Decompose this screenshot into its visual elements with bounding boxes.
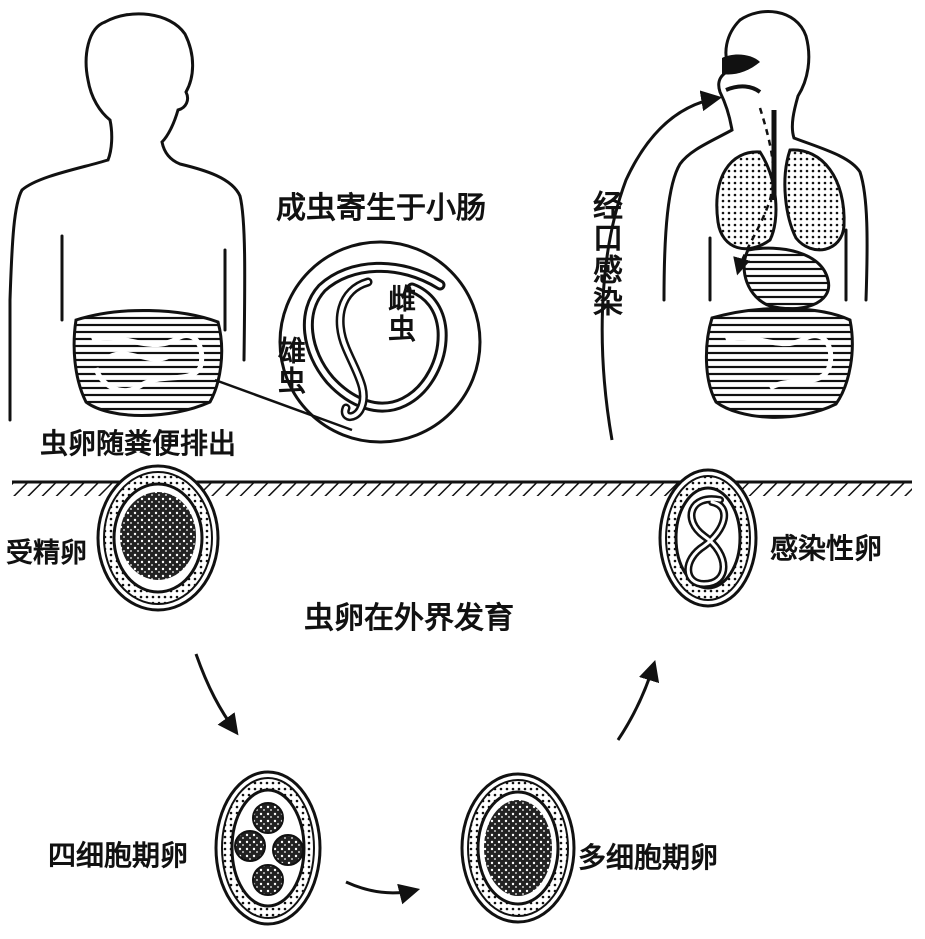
pointer-line [214,378,353,432]
label-fertilized-egg: 受精卵 [6,538,87,569]
label-infective-egg: 感染性卵 [770,532,883,565]
multi-cell-egg [460,772,576,924]
label-multi-cell-egg: 多细胞期卵 [578,841,719,874]
oral-infection-arrow [600,90,723,441]
four-cell-egg [214,770,322,926]
label-eggs-excreted: 虫卵随粪便排出 [40,427,237,460]
label-oral-infection: 经口感染 [587,190,622,318]
label-egg-development: 虫卵在外界发育 [304,601,514,636]
infective-egg [658,468,758,608]
label-female-worm: 雌虫 [384,284,417,344]
arrow-to-four-cell [194,653,239,736]
stomach-and-intestine-right [704,246,854,419]
fertilized-egg [96,464,220,612]
label-adult-in-intestine: 成虫寄生于小肠 [276,191,486,226]
intestine-left [72,308,224,417]
mouth-region [722,54,762,94]
label-four-cell-egg: 四细胞期卵 [48,839,189,872]
migration-path-arrow [733,107,775,276]
adult-worms-circle [278,240,482,444]
arrow-to-infective [616,659,660,741]
lungs [715,110,846,252]
label-male-worm: 雄虫 [274,336,307,396]
host-body-left [8,12,247,422]
arrow-to-multi-cell [345,880,421,905]
